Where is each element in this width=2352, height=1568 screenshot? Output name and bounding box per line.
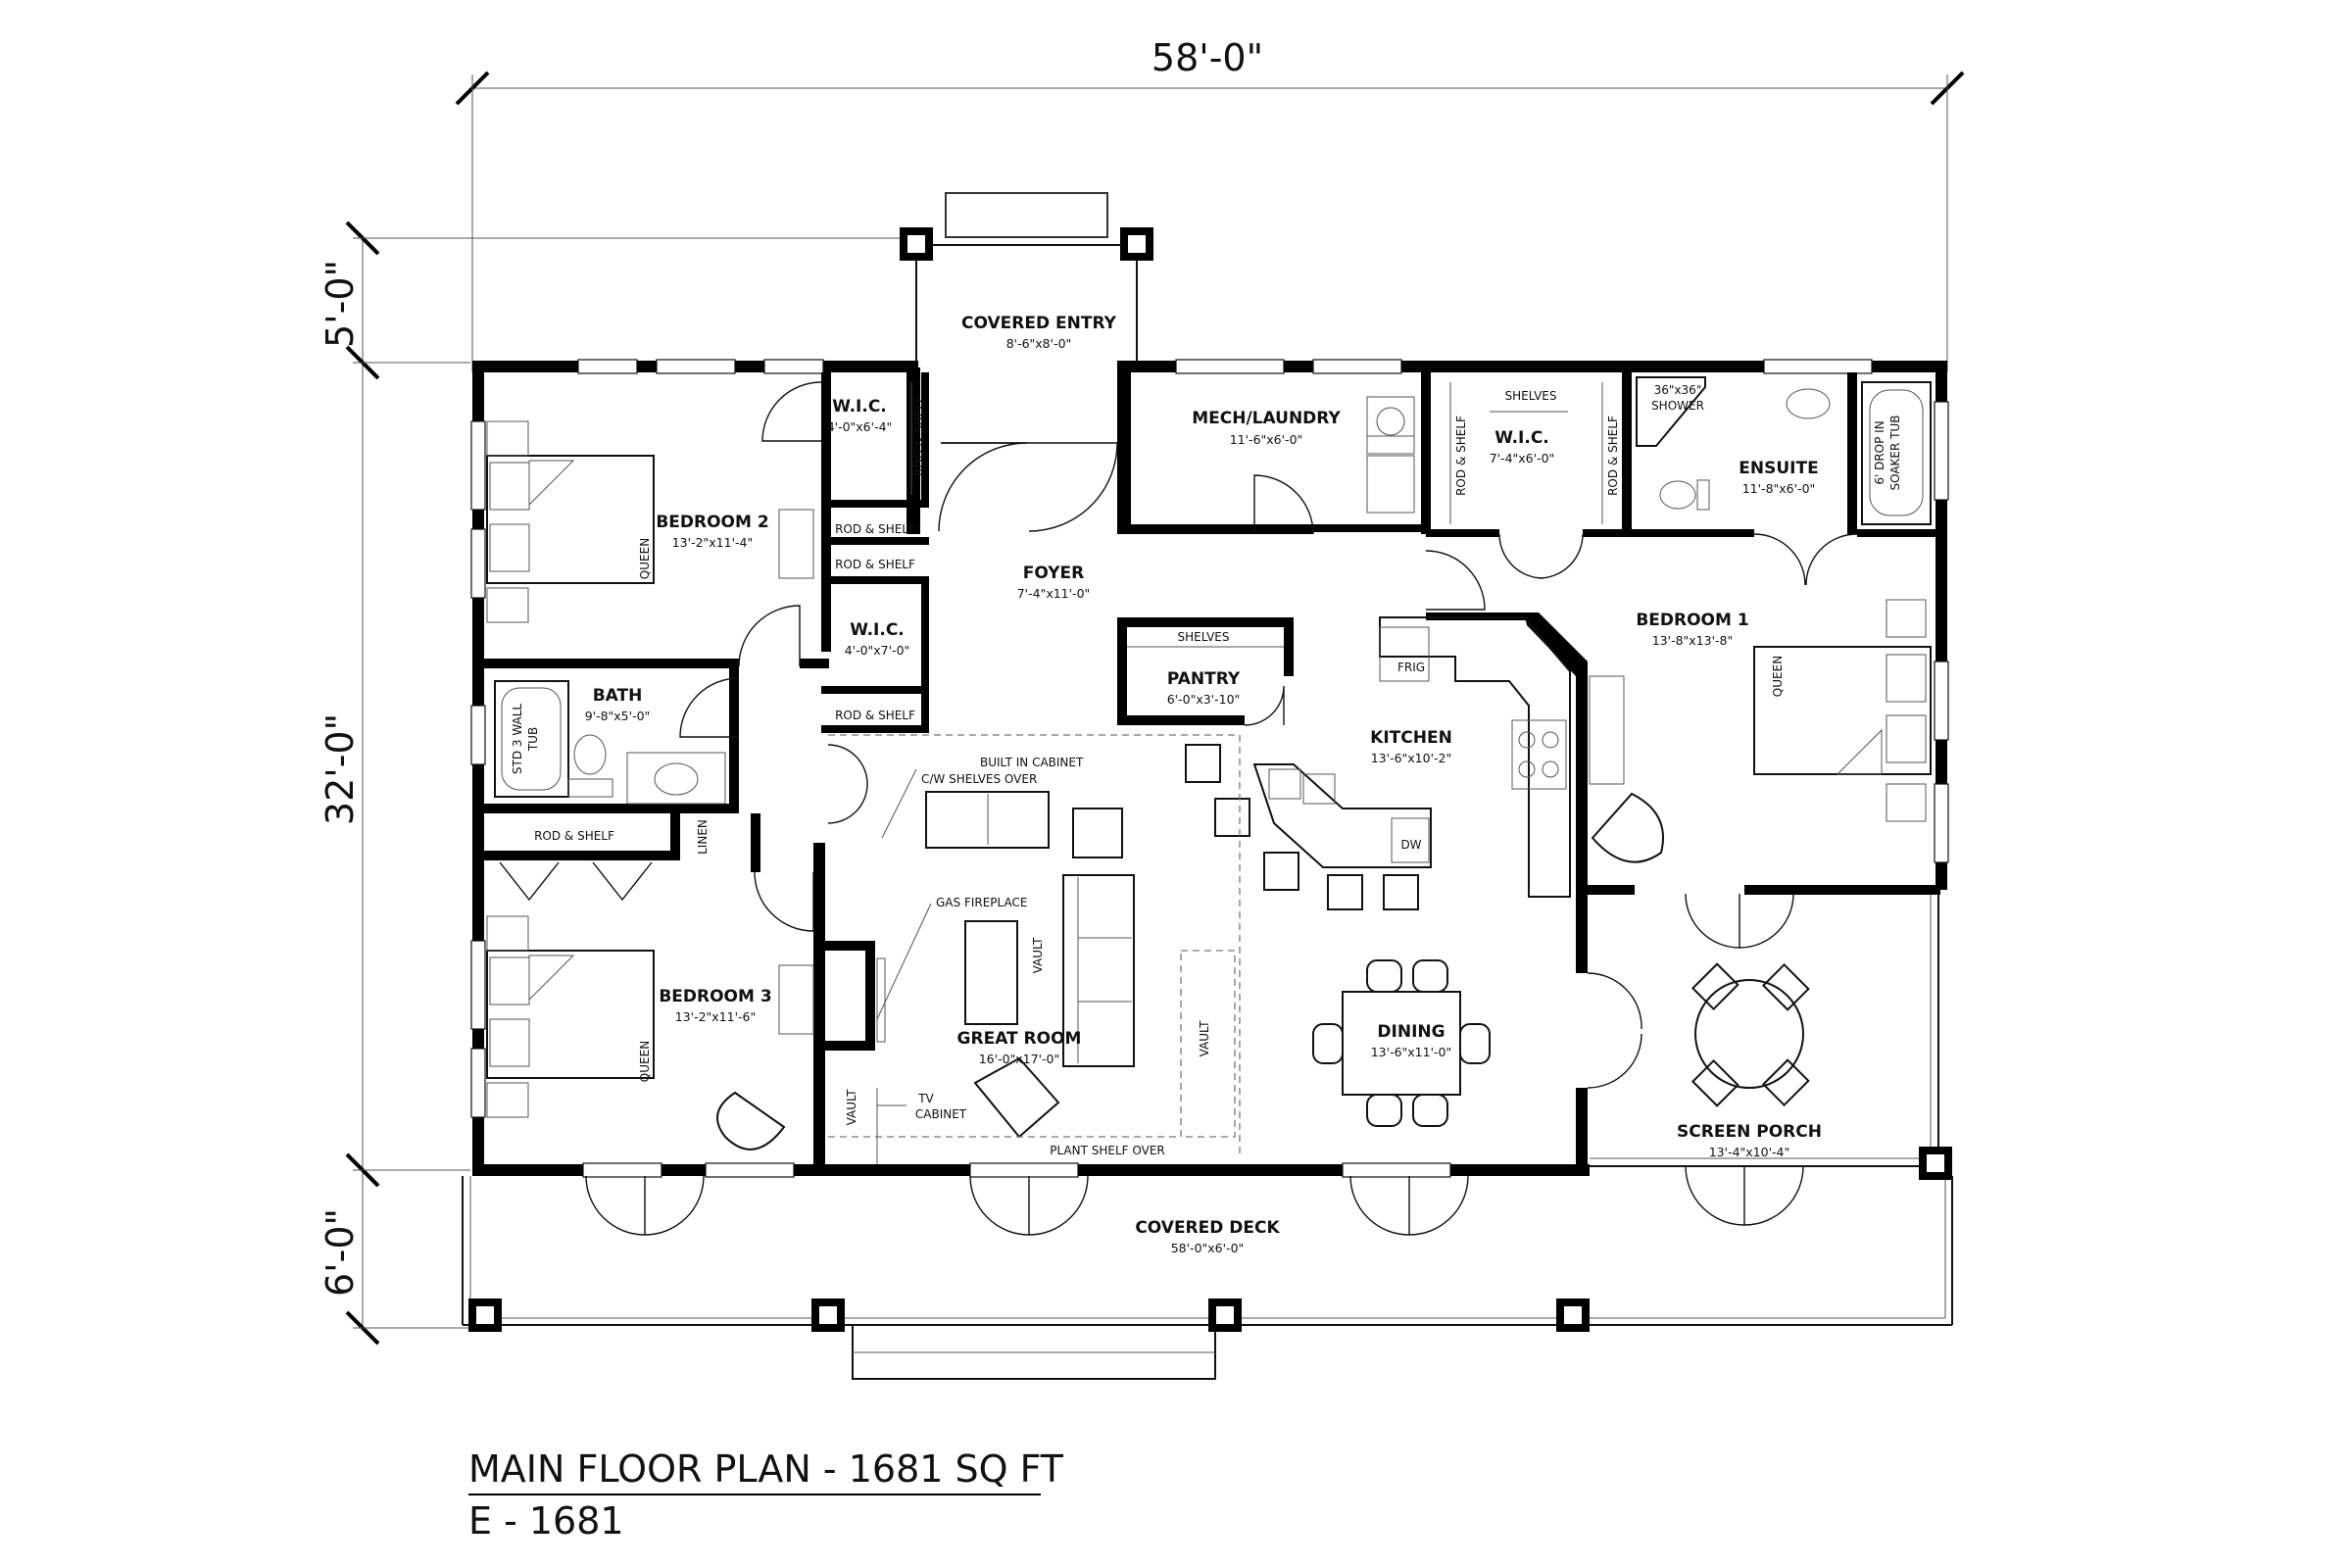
covered-deck-size: 58'-0"x6'-0" <box>1171 1241 1245 1255</box>
bedroom2-queen-label: QUEEN <box>638 538 652 579</box>
rod-shelf-label-4: ROD & SHELF <box>534 829 614 843</box>
mech-laundry-label: MECH/LAUNDRY <box>1192 409 1341 428</box>
doors <box>499 381 1858 1236</box>
dining-size: 13'-6"x11'-0" <box>1371 1045 1452 1059</box>
gas-fireplace-label: GAS FIREPLACE <box>936 896 1027 909</box>
tv-cabinet-label-2: CABINET <box>915 1107 967 1121</box>
wic-shelves-label: SHELVES <box>1505 389 1557 403</box>
great-room-label: GREAT ROOM <box>957 1029 1082 1049</box>
soaker-tub-label-1: 6' DROP IN <box>1873 420 1886 484</box>
covered-entry-size: 8'-6"x8'-0" <box>1006 336 1072 351</box>
fridge-label: FRIG <box>1397 661 1425 674</box>
dining-label: DINING <box>1377 1022 1445 1042</box>
vault-label-2: VAULT <box>1198 1020 1211 1056</box>
master-wic-size: 7'-4"x6'-0" <box>1490 451 1555 466</box>
windows <box>470 359 1949 1178</box>
soaker-tub-label-2: SOAKER TUB <box>1888 415 1902 490</box>
furniture <box>486 376 1932 1164</box>
deck-depth-dimension: 6'-0" <box>318 1208 362 1297</box>
great-room-size: 16'-0"x17'-0" <box>979 1052 1060 1066</box>
screen-porch-size: 13'-4"x10'-4" <box>1709 1145 1790 1159</box>
built-in-cabinet-label-1: BUILT IN CABINET <box>980 756 1084 769</box>
foyer-size: 7'-4"x11'-0" <box>1017 586 1091 601</box>
bedroom2-label: BEDROOM 2 <box>656 513 768 532</box>
master-wic-label: W.I.C. <box>1494 428 1549 448</box>
linen-label: LINEN <box>696 819 710 855</box>
shower-label: SHOWER <box>1651 399 1704 413</box>
bedroom3-queen-label: QUEEN <box>638 1041 652 1082</box>
bedroom3-label: BEDROOM 3 <box>659 987 771 1006</box>
kitchen-label: KITCHEN <box>1370 728 1452 748</box>
vault-label-1: VAULT <box>1031 937 1045 973</box>
shower-size-label: 36"x36" <box>1654 383 1702 397</box>
pantry-size: 6'-0"x3'-10" <box>1167 692 1241 707</box>
ensuite-label: ENSUITE <box>1739 459 1818 478</box>
tub-label-1: STD 3 WALL <box>511 704 524 775</box>
built-in-cabinet-label-2: C/W SHELVES OVER <box>921 772 1037 786</box>
house-depth-dimension: 32'-0" <box>318 713 362 825</box>
dishwasher-label: DW <box>1400 838 1421 852</box>
bedroom1-size: 13'-8"x13'-8" <box>1652 633 1734 648</box>
tub-label-2: TUB <box>526 727 540 752</box>
rod-shelf-label-7: ROD & SHELF <box>1606 416 1620 496</box>
bath-label: BATH <box>593 686 643 706</box>
covered-entry-structure <box>900 192 1153 368</box>
covered-deck-structure <box>462 1147 1953 1380</box>
hall-wic-size: 4'-0"x7'-0" <box>845 643 910 658</box>
rod-shelf-label-6: ROD & SHELF <box>1454 416 1468 496</box>
mech-laundry-size: 11'-6"x6'-0" <box>1230 432 1303 447</box>
screen-porch-label: SCREEN PORCH <box>1677 1122 1822 1142</box>
hall-wic-label: W.I.C. <box>850 620 905 640</box>
bedroom1-queen-label: QUEEN <box>1771 656 1785 697</box>
overall-width-dimension: 58'-0" <box>1152 36 1263 79</box>
rod-shelf-label-3: ROD & SHELF <box>835 709 915 722</box>
ensuite-size: 11'-8"x6'-0" <box>1742 481 1816 496</box>
rod-shelf-label-2: ROD & SHELF <box>835 558 915 571</box>
rod-shelf-label-5: ROD & SHELF <box>912 396 926 476</box>
vault-label-3: VAULT <box>845 1089 858 1125</box>
rod-shelf-label-1: ROD & SHELF <box>835 522 915 536</box>
covered-entry-label: COVERED ENTRY <box>961 314 1117 333</box>
tv-cabinet-label-1: TV <box>917 1092 934 1105</box>
bedroom1-label: BEDROOM 1 <box>1636 611 1748 630</box>
plan-title: MAIN FLOOR PLAN - 1681 SQ FT <box>468 1447 1064 1491</box>
entry-depth-dimension: 5'-0" <box>318 260 362 348</box>
pantry-label: PANTRY <box>1167 669 1241 689</box>
bedroom2-wic-size: 4'-0"x6'-4" <box>827 419 893 434</box>
pantry-shelves-label: SHELVES <box>1178 630 1230 644</box>
kitchen-size: 13'-6"x10'-2" <box>1371 751 1452 765</box>
covered-deck-label: COVERED DECK <box>1135 1218 1280 1238</box>
bath-size: 9'-8"x5'-0" <box>585 709 651 723</box>
interior-walls <box>484 372 1940 1171</box>
bedroom2-size: 13'-2"x11'-4" <box>672 535 754 550</box>
plan-model-number: E - 1681 <box>468 1499 624 1543</box>
dimension-lines <box>345 71 1965 1346</box>
foyer-label: FOYER <box>1023 564 1084 583</box>
bedroom3-size: 13'-2"x11'-6" <box>675 1009 757 1024</box>
plant-shelf-label: PLANT SHELF OVER <box>1050 1144 1165 1157</box>
bedroom2-wic-label: W.I.C. <box>832 397 887 416</box>
